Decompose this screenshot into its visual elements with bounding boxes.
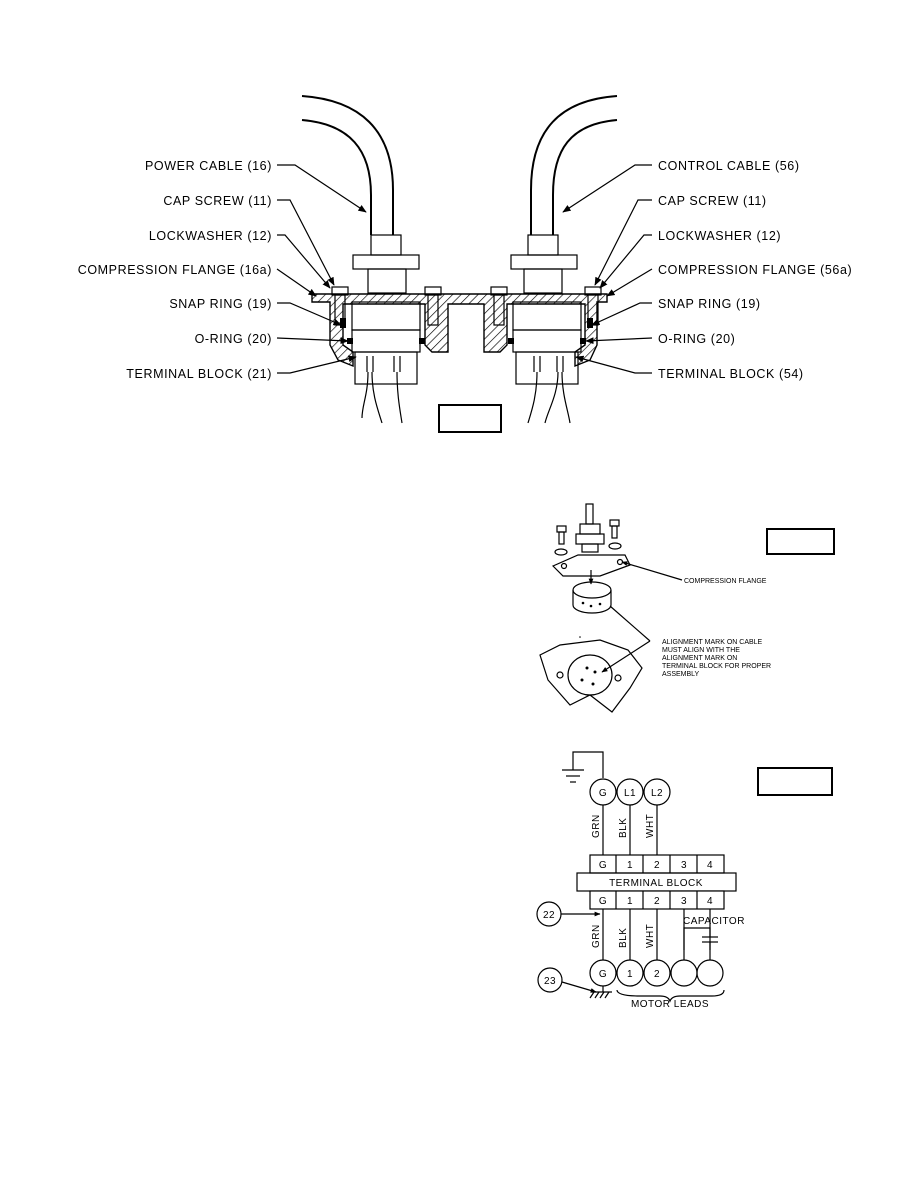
wire-blk-top: BLK bbox=[618, 818, 629, 838]
motor-terminals: G 1 2 bbox=[589, 959, 724, 987]
wire-wht-top: WHT bbox=[645, 814, 656, 838]
o-ring-left bbox=[347, 338, 353, 344]
block-lower-2: 2 bbox=[654, 896, 660, 907]
label-cap-screw-left: CAP SCREW (11) bbox=[163, 194, 272, 208]
lead-wires bbox=[361, 356, 571, 424]
label-cap-screw-right: CAP SCREW (11) bbox=[658, 194, 767, 208]
left-leader-lines bbox=[276, 164, 367, 374]
motor-terminal-1: 1 bbox=[627, 969, 633, 980]
chassis-ground-icon bbox=[589, 986, 612, 999]
label-snap-ring-left: SNAP RING (19) bbox=[169, 297, 272, 311]
capacitor-icon bbox=[683, 927, 718, 950]
callout-23-text: 23 bbox=[544, 976, 556, 987]
block-upper-4: 4 bbox=[707, 860, 713, 871]
terminal-block-21 bbox=[354, 351, 418, 385]
label-o-ring-right: O-RING (20) bbox=[658, 332, 735, 346]
wire-blk-bottom: BLK bbox=[618, 928, 629, 948]
label-terminal-block-right: TERMINAL BLOCK (54) bbox=[658, 367, 804, 381]
block-upper-3: 3 bbox=[681, 860, 687, 871]
ground-icon bbox=[562, 751, 604, 783]
snap-ring-right bbox=[587, 318, 593, 328]
label-lockwasher-right: LOCKWASHER (12) bbox=[658, 229, 781, 243]
alignment-note-line-4: TERMINAL BLOCK FOR PROPER bbox=[662, 663, 771, 670]
block-upper-g: G bbox=[599, 860, 607, 871]
figure-number-box-2 bbox=[766, 528, 835, 555]
capacitor-label: CAPACITOR bbox=[683, 916, 745, 927]
terminal-block-label: TERMINAL BLOCK bbox=[609, 878, 703, 889]
label-terminal-block-left: TERMINAL BLOCK (21) bbox=[126, 367, 272, 381]
block-lower-4: 4 bbox=[707, 896, 713, 907]
alignment-note-line-1: ALIGNMENT MARK ON CABLE bbox=[662, 639, 763, 646]
power-cable bbox=[301, 95, 394, 235]
terminal-g-top: G bbox=[599, 788, 607, 799]
terminal-l1-top: L1 bbox=[624, 788, 636, 799]
motor-terminal-2: 2 bbox=[654, 969, 660, 980]
label-compression-flange-fig2: COMPRESSION FLANGE bbox=[684, 578, 767, 585]
cable-plug-icon bbox=[572, 590, 612, 614]
alignment-note-line-2: MUST ALIGN WITH THE bbox=[662, 647, 740, 654]
left-cable-gland bbox=[352, 234, 420, 294]
label-snap-ring-right: SNAP RING (19) bbox=[658, 297, 761, 311]
block-upper-1: 1 bbox=[627, 860, 633, 871]
cable-connector-icon bbox=[575, 503, 605, 553]
wire-wht-bottom: WHT bbox=[645, 924, 656, 948]
motor-leads-label: MOTOR LEADS bbox=[631, 999, 709, 1010]
block-lower-3: 3 bbox=[681, 896, 687, 907]
callout-22-text: 22 bbox=[543, 910, 555, 921]
terminal-block-54 bbox=[515, 351, 579, 385]
block-upper-2: 2 bbox=[654, 860, 660, 871]
callout-23 bbox=[537, 967, 563, 993]
figure-1-cable-assembly: POWER CABLE (16) CAP SCREW (11) LOCKWASH… bbox=[78, 95, 852, 433]
label-compression-flange-left: COMPRESSION FLANGE (16a) bbox=[78, 263, 272, 277]
flange-screws-icon bbox=[554, 519, 622, 556]
right-leader-lines bbox=[562, 164, 653, 374]
supply-terminals: G L1 L2 bbox=[589, 778, 671, 806]
figure-3-wiring: G L1 L2 GRN BLK WHT G 1 2 3 4 TERMINAL B… bbox=[536, 751, 833, 1010]
label-lockwasher-left: LOCKWASHER (12) bbox=[149, 229, 272, 243]
snap-ring-left bbox=[340, 318, 346, 328]
label-compression-flange-right: COMPRESSION FLANGE (56a) bbox=[658, 263, 852, 277]
block-lower-1: 1 bbox=[627, 896, 633, 907]
figure-number-box-1 bbox=[438, 404, 502, 433]
label-o-ring-left: O-RING (20) bbox=[195, 332, 272, 346]
terminal-l2-top: L2 bbox=[651, 788, 663, 799]
control-cable bbox=[530, 95, 618, 235]
right-cable-gland bbox=[510, 234, 578, 294]
label-power-cable: POWER CABLE (16) bbox=[145, 159, 272, 173]
alignment-note-line-3: ALIGNMENT MARK ON bbox=[662, 655, 737, 662]
wire-grn-bottom: GRN bbox=[591, 924, 602, 948]
o-ring-right bbox=[508, 338, 514, 344]
alignment-note-line-5: ASSEMBLY bbox=[662, 671, 700, 678]
figure-2-alignment: COMPRESSION FLANGE ALIGNMENT MARK ON CAB… bbox=[539, 503, 835, 713]
label-control-cable: CONTROL CABLE (56) bbox=[658, 159, 800, 173]
motor-terminal-g: G bbox=[599, 969, 607, 980]
wire-grn-top: GRN bbox=[591, 814, 602, 838]
block-lower-g: G bbox=[599, 896, 607, 907]
motor-leads-brace bbox=[616, 989, 725, 1003]
figure-number-box-3 bbox=[757, 767, 833, 796]
terminal-block-icon bbox=[539, 639, 643, 713]
